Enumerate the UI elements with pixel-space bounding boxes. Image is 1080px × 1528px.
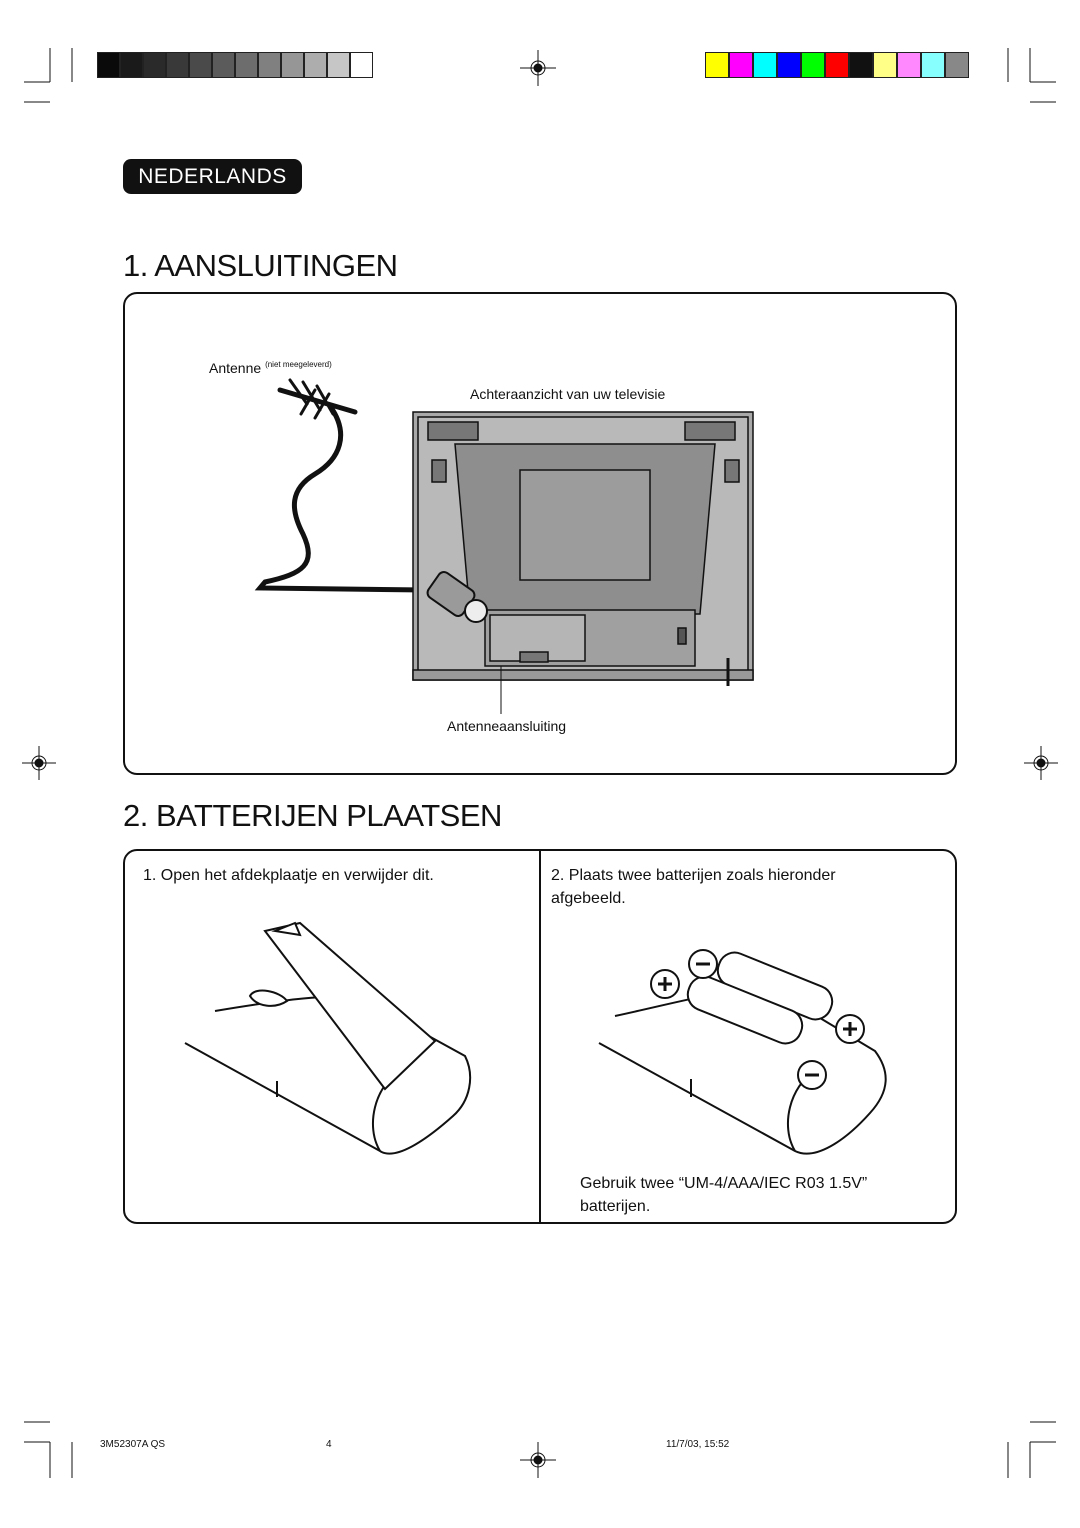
registration-mark-top xyxy=(520,50,556,86)
color-bar-swatch xyxy=(873,52,897,78)
step-1-text: Open het afdekplaatje en verwijder dit. xyxy=(160,867,434,884)
coax-connector-icon xyxy=(426,571,488,623)
color-bar-swatch xyxy=(849,52,873,78)
gray-bar-swatch xyxy=(120,52,143,78)
gray-bar-swatch xyxy=(212,52,235,78)
registration-mark-left xyxy=(22,746,56,780)
step-2-text: Plaats twee batterijen zoals hieronder a… xyxy=(551,867,836,907)
gray-bar-swatch xyxy=(166,52,189,78)
gray-bar-swatch xyxy=(97,52,120,78)
gray-bar-swatch xyxy=(189,52,212,78)
gray-bar-swatch xyxy=(143,52,166,78)
gray-bar-swatch xyxy=(304,52,327,78)
remote-batteries-icon xyxy=(598,949,887,1155)
registration-mark-bottom xyxy=(520,1442,556,1478)
section-title-connections: 1. AANSLUITINGEN xyxy=(123,248,398,283)
step-1-number: 1. xyxy=(143,867,157,884)
section-title-batteries: 2. BATTERIJEN PLAATSEN xyxy=(123,798,502,833)
step-2-number: 2. xyxy=(551,867,565,884)
gray-bar-swatch xyxy=(235,52,258,78)
step-1: 1. Open het afdekplaatje en verwijder di… xyxy=(143,864,523,887)
color-bar-swatch xyxy=(729,52,753,78)
tv-rear-label: Achteraanzicht van uw televisie xyxy=(470,386,666,402)
footer-code: 3M52307A QS xyxy=(100,1439,166,1450)
antenna-label: Antenne (niet meegeleverd) xyxy=(209,360,332,376)
color-bar-swatch xyxy=(705,52,729,78)
remote-cover-open-icon xyxy=(184,921,472,1155)
battery-type-note: Gebruik twee “UM-4/AAA/IEC R03 1.5V” bat… xyxy=(580,1175,868,1215)
antenna-note: (niet meegeleverd) xyxy=(265,360,332,369)
connections-panel: Antenne (niet meegeleverd) Achteraanzich… xyxy=(123,292,957,775)
antenna-jack-label: Antenneaansluiting xyxy=(447,718,567,734)
footer-date: 11/7/03, 15:52 xyxy=(666,1439,730,1450)
registration-mark-right xyxy=(1024,746,1058,780)
gray-bar-swatch xyxy=(350,52,373,78)
battery-illustration xyxy=(184,921,887,1155)
step-2: 2. Plaats twee batterijen zoals hieronde… xyxy=(551,864,911,910)
color-bar-swatch xyxy=(777,52,801,78)
antenna-icon xyxy=(254,378,428,593)
gray-bar-swatch xyxy=(327,52,350,78)
footer-page: 4 xyxy=(326,1439,332,1450)
color-bar-swatch xyxy=(921,52,945,78)
color-bar-swatch xyxy=(753,52,777,78)
tv-rear-illustration xyxy=(254,378,754,714)
language-tab: NEDERLANDS xyxy=(123,159,302,194)
tv-cabinet xyxy=(412,411,754,686)
color-bar-swatch xyxy=(945,52,969,78)
gray-bar-swatch xyxy=(281,52,304,78)
color-bar-swatch xyxy=(801,52,825,78)
color-bar-swatch xyxy=(897,52,921,78)
batteries-panel: 1. Open het afdekplaatje en verwijder di… xyxy=(123,849,957,1224)
color-bar-swatch xyxy=(825,52,849,78)
panel-divider xyxy=(539,851,541,1222)
antenna-label-text: Antenne xyxy=(209,360,262,376)
gray-bar-swatch xyxy=(258,52,281,78)
